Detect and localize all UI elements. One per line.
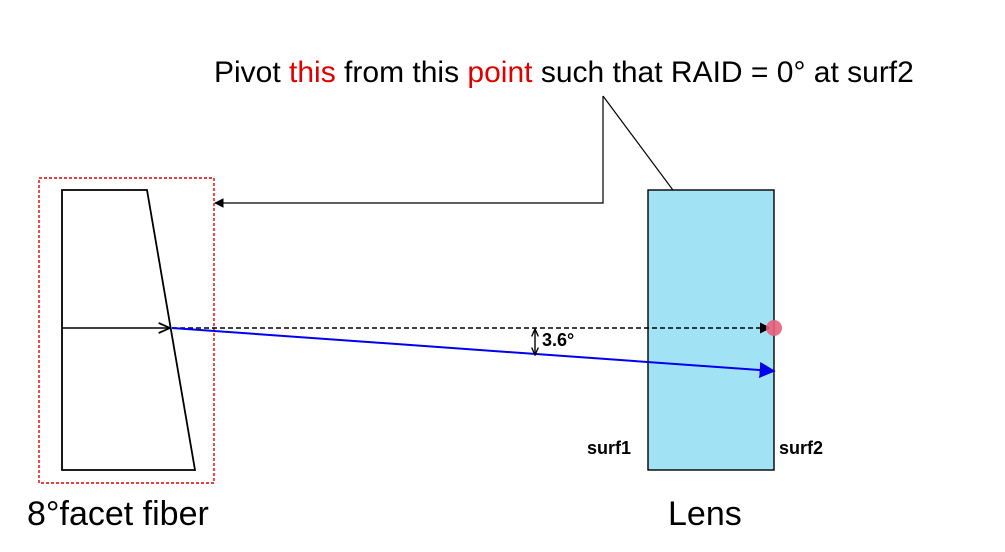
fiber-label: 8°facet fiber [27, 495, 209, 533]
annotation-highlight-point: point [467, 56, 533, 89]
annotation-part-1: Pivot [214, 56, 289, 89]
refracted-ray [171, 327, 776, 378]
surf1-label: surf1 [587, 438, 631, 458]
annotation-part-3: from this [336, 56, 468, 89]
lens-label: Lens [668, 495, 742, 533]
annotation-highlight-this: this [289, 56, 336, 89]
callout-to-fiber [214, 96, 604, 208]
surf2-label: surf2 [779, 438, 823, 458]
angle-label: 3.6° [542, 330, 574, 350]
pivot-point [766, 320, 782, 336]
annotation-part-5: such that RAID = 0° at surf2 [532, 56, 913, 89]
lens-body [647, 189, 775, 471]
annotation-text: Pivot this from this point such that RAI… [214, 56, 914, 89]
fiber-shape [61, 189, 197, 471]
